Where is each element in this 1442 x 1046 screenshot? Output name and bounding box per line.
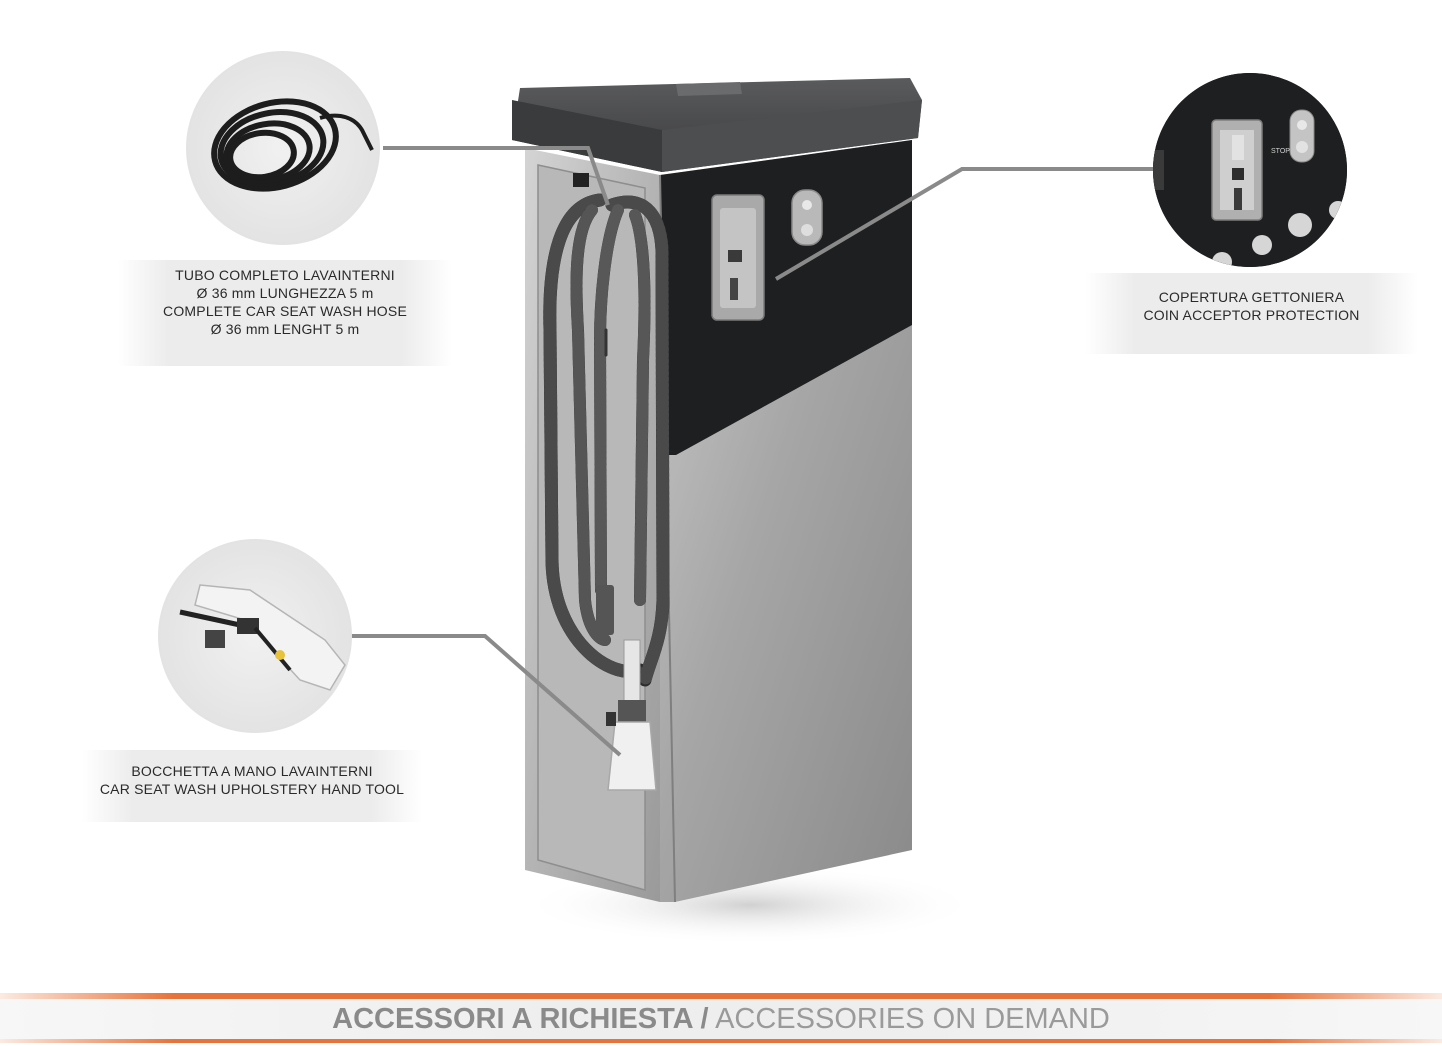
footer-title-english: ACCESSORIES ON DEMAND bbox=[708, 1003, 1110, 1035]
footer-accent-bar bbox=[0, 993, 1442, 999]
tool-caption-line: BOCCHETTA A MANO LAVAINTERNI bbox=[131, 763, 373, 779]
hose-caption-line: Ø 36 mm LENGHT 5 m bbox=[210, 321, 360, 337]
footer-accent-bar bbox=[0, 1039, 1442, 1043]
leader-lines bbox=[351, 146, 1155, 757]
footer-title-italian: ACCESSORI A RICHIESTA / bbox=[332, 1003, 709, 1035]
vacuum-machine-icon bbox=[512, 78, 922, 903]
footer-band bbox=[0, 999, 1442, 1039]
coin-leader-line bbox=[774, 167, 1155, 281]
hose-assembly-icon bbox=[543, 193, 670, 687]
tool-caption-line: CAR SEAT WASH UPHOLSTERY HAND TOOL bbox=[99, 781, 405, 797]
tool-callout-circle bbox=[158, 539, 352, 733]
hose-leader-line bbox=[383, 146, 610, 206]
hose-caption-line: Ø 36 mm LUNGHEZZA 5 m bbox=[196, 285, 374, 301]
coin-acceptor-icon: STOP bbox=[1153, 73, 1347, 267]
footer-title: ACCESSORI A RICHIESTA / ACCESSORIES ON D… bbox=[0, 999, 1442, 1039]
footer-banner: ACCESSORI A RICHIESTA / ACCESSORIES ON D… bbox=[0, 993, 1442, 1046]
hand-tool-icon bbox=[179, 584, 346, 691]
coin-caption-line: COPERTURA GETTONIERA bbox=[1158, 289, 1345, 305]
tool-leader-line bbox=[351, 634, 622, 757]
hose-callout-circle bbox=[186, 51, 380, 245]
hose-caption: TUBO COMPLETO LAVAINTERNI Ø 36 mm LUNGHE… bbox=[118, 260, 452, 366]
stop-label: STOP bbox=[1271, 148, 1290, 155]
hose-caption-line: TUBO COMPLETO LAVAINTERNI bbox=[175, 267, 395, 283]
mounted-hand-tool-icon bbox=[606, 639, 657, 791]
coiled-hose-icon bbox=[211, 98, 374, 192]
coin-caption: COPERTURA GETTONIERA COIN ACCEPTOR PROTE… bbox=[1085, 273, 1418, 354]
tool-caption: BOCCHETTA A MANO LAVAINTERNI CAR SEAT WA… bbox=[82, 750, 422, 822]
coin-caption-line: COIN ACCEPTOR PROTECTION bbox=[1143, 307, 1360, 323]
coin-callout-circle: STOP bbox=[1153, 73, 1347, 267]
hose-caption-line: COMPLETE CAR SEAT WASH HOSE bbox=[163, 303, 407, 319]
